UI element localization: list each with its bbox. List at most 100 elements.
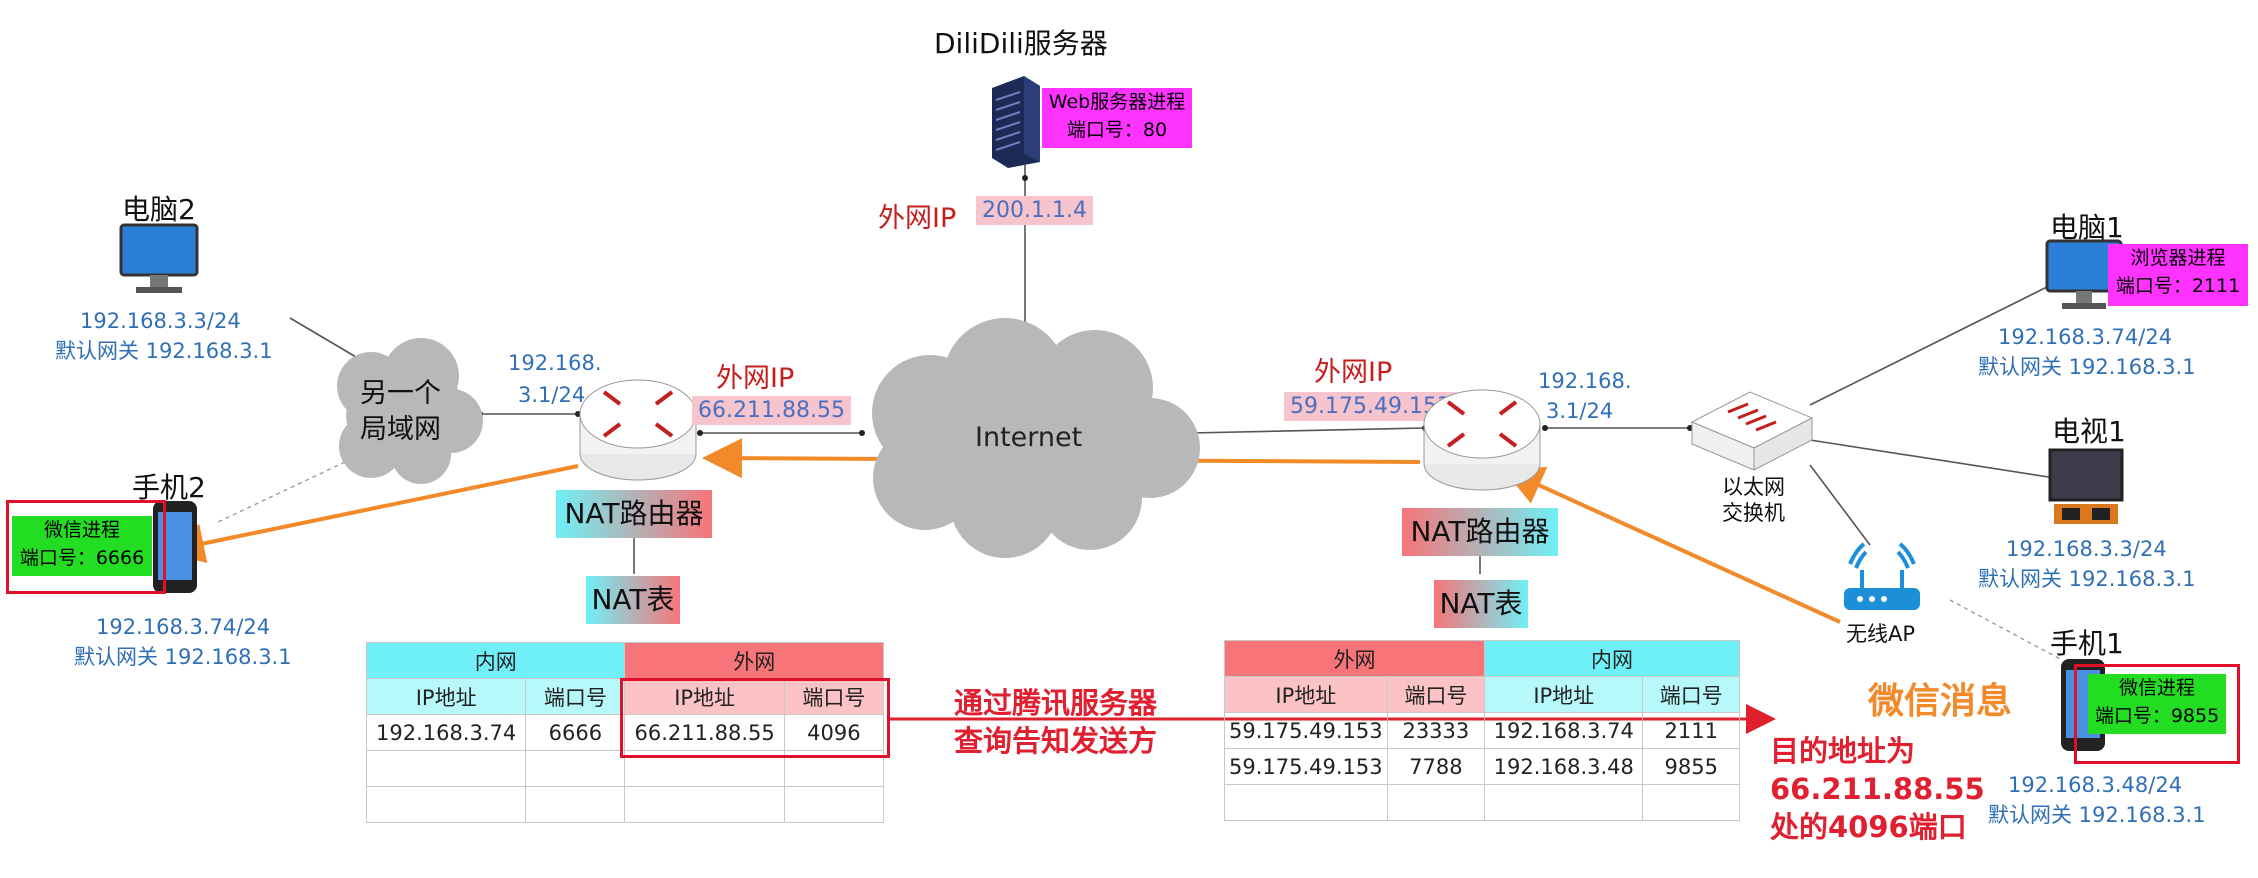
right-table-header: 端口号 [1642, 676, 1740, 713]
phone2-gateway: 默认网关 192.168.3.1 [74, 645, 292, 669]
right-router-lan-ip-2: 3.1/24 [1546, 399, 1614, 423]
phone2-wechat-process: 微信进程 端口号：6666 [12, 516, 152, 576]
left-table-header: 端口号 [525, 678, 626, 715]
web-server-process-label: Web服务器进程 [1048, 91, 1186, 113]
table-cell [783, 786, 885, 823]
table-cell [1484, 784, 1644, 821]
wireless-ap-label: 无线AP [1846, 622, 1916, 646]
query-annotation: 通过腾讯服务器 查询告知发送方 [954, 684, 1157, 760]
phone2-ip: 192.168.3.74/24 [96, 615, 271, 639]
dest-line-2: 66.211.88.55 [1770, 772, 1985, 806]
dest-line-3: 处的4096端口 [1770, 810, 1967, 844]
wechat-message-label: 微信消息 [1868, 681, 2013, 722]
server-icon [992, 76, 1040, 168]
internet-cloud-icon [872, 318, 1200, 558]
table-cell: 66.211.88.55 [624, 714, 785, 751]
table-cell: 2111 [1642, 712, 1740, 749]
pc2-ip: 192.168.3.3/24 [80, 309, 241, 333]
table-row: 59.175.49.153 7788 192.168.3.48 9855 [1224, 748, 1740, 785]
tv-gateway: 默认网关 192.168.3.1 [1978, 567, 2196, 591]
left-router-lan-ip-1: 192.168. [508, 351, 602, 375]
right-nat-table-label: NAT表 [1434, 580, 1528, 628]
table-cell: 23333 [1386, 712, 1486, 749]
pc2-monitor-icon [119, 223, 199, 293]
switch-label: 以太网 交换机 [1722, 474, 1785, 526]
pc1-gateway: 默认网关 192.168.3.1 [1978, 355, 2196, 379]
table-row: 192.168.3.74 6666 66.211.88.55 4096 [365, 714, 885, 751]
table-cell: 59.175.49.153 [1224, 712, 1388, 749]
other-lan-cloud-icon [337, 338, 483, 484]
ethernet-switch-icon [1690, 391, 1814, 471]
destination-annotation: 目的地址为 66.211.88.55 处的4096端口 [1770, 732, 1985, 846]
table-cell: 4096 [783, 714, 885, 751]
left-nat-table-label: NAT表 [586, 576, 680, 624]
table-row [365, 750, 885, 787]
other-lan-line2: 局域网 [360, 414, 441, 445]
left-nat-router-label: NAT路由器 [556, 490, 712, 538]
table-cell: 192.168.3.74 [1484, 712, 1644, 749]
right-router-icon [1423, 389, 1541, 491]
pc1-monitor-icon [2045, 239, 2123, 309]
web-server-process: Web服务器进程 端口号：80 [1042, 88, 1192, 148]
table-row: 59.175.49.153 23333 192.168.3.74 2111 [1224, 712, 1740, 749]
query-line-2: 查询告知发送方 [954, 724, 1158, 758]
table-cell [365, 750, 527, 787]
left-table-header: IP地址 [365, 678, 527, 715]
wireless-ap-icon [1844, 542, 1920, 610]
table-row [365, 786, 885, 823]
left-table-group-inner: 内网 [365, 642, 626, 679]
phone1-gateway: 默认网关 192.168.3.1 [1988, 803, 2206, 827]
right-nat-router-label: NAT路由器 [1402, 508, 1558, 556]
left-router-lan-ip-2: 3.1/24 [518, 383, 586, 407]
pc1-name: 电脑1 [2050, 211, 2124, 244]
right-nat-table: 外网 内网 IP地址 端口号 IP地址 端口号 59.175.49.153 23… [1223, 640, 1740, 821]
left-router-wan-ip: 66.211.88.55 [692, 396, 851, 425]
phone1-name: 手机1 [2050, 627, 2124, 660]
left-table-group-outer: 外网 [624, 642, 884, 679]
table-cell: 59.175.49.153 [1224, 748, 1388, 785]
table-cell: 192.168.3.74 [365, 714, 527, 751]
switch-line1: 以太网 [1722, 475, 1785, 499]
pc1-ip: 192.168.3.74/24 [1998, 325, 2173, 349]
left-table-highlight-frame [620, 678, 890, 758]
phone1-port: 端口号：9855 [2094, 705, 2220, 727]
tv-name: 电视1 [2052, 415, 2126, 448]
right-table-header: 端口号 [1386, 676, 1486, 713]
browser-port: 端口号：2111 [2115, 275, 2241, 297]
right-table-group-outer: 外网 [1223, 640, 1486, 677]
server-wan-label: 外网IP [878, 203, 957, 234]
server-title: DiliDili服务器 [934, 27, 1108, 60]
phone1-ip: 192.168.3.48/24 [2008, 773, 2183, 797]
left-table-header: 端口号 [783, 678, 885, 715]
table-cell: 192.168.3.48 [1484, 748, 1644, 785]
other-lan-label: 另一个 局域网 [360, 376, 441, 448]
dest-line-1: 目的地址为 [1770, 734, 1916, 768]
right-router-lan-ip-1: 192.168. [1538, 369, 1632, 393]
tv-icon [2048, 448, 2124, 524]
phone1-wechat-process: 微信进程 端口号：9855 [2088, 674, 2226, 734]
table-cell: 7788 [1386, 748, 1486, 785]
table-cell: 9855 [1642, 748, 1740, 785]
right-router-wan-label: 外网IP [1314, 357, 1393, 388]
phone2-process-label: 微信进程 [43, 519, 120, 541]
phone2-port: 端口号：6666 [19, 547, 145, 569]
right-table-header: IP地址 [1224, 676, 1388, 713]
phone1-process-label: 微信进程 [2118, 677, 2195, 699]
right-table-header: IP地址 [1484, 676, 1644, 713]
table-cell [525, 750, 626, 787]
internet-label: Internet [975, 422, 1083, 453]
pc2-gateway: 默认网关 192.168.3.1 [55, 339, 273, 363]
phone2-highlight-frame [6, 500, 166, 594]
table-cell [525, 786, 626, 823]
browser-process-label: 浏览器进程 [2130, 247, 2226, 269]
left-router-icon [579, 379, 697, 481]
right-table-group-inner: 内网 [1484, 640, 1740, 677]
server-wan-ip: 200.1.1.4 [976, 196, 1093, 225]
table-cell [1386, 784, 1486, 821]
phone2-name: 手机2 [132, 471, 206, 504]
left-router-wan-label: 外网IP [716, 363, 795, 394]
query-line-1: 通过腾讯服务器 [954, 686, 1158, 720]
left-nat-table: 内网 外网 IP地址 端口号 IP地址 端口号 192.168.3.74 666… [365, 642, 885, 823]
tv-ip: 192.168.3.3/24 [2006, 537, 2167, 561]
table-cell [624, 786, 785, 823]
